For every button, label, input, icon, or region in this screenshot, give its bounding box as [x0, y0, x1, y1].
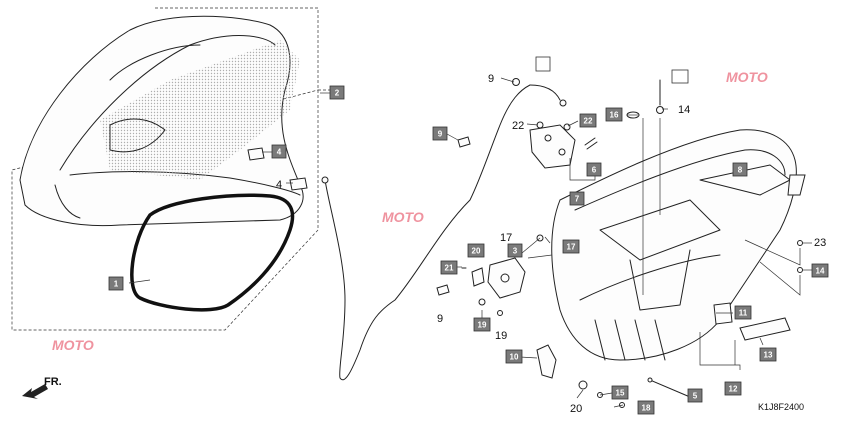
mat-pad [739, 317, 791, 341]
svg-text:17: 17 [500, 232, 512, 244]
svg-text:5: 5 [693, 392, 698, 401]
callout-22: 22 [579, 113, 597, 128]
latch-assembly [529, 124, 598, 169]
callout-11: 11 [734, 305, 752, 320]
callout-5: 5 [687, 388, 703, 403]
fasteners [436, 78, 803, 408]
ref-box-top [535, 56, 551, 72]
latch-holder [536, 344, 557, 379]
seat-damper-part [247, 147, 308, 191]
callout-4: 4 [271, 144, 287, 159]
callout-1: 1 [108, 276, 124, 291]
svg-text:4: 4 [277, 148, 282, 157]
svg-text:19: 19 [495, 330, 507, 342]
callout-plain-20: 20 [570, 403, 582, 415]
callout-14: 14 [811, 263, 829, 278]
svg-text:18: 18 [642, 404, 651, 413]
callout-2: 2 [329, 85, 345, 100]
callout-6: 6 [586, 162, 602, 177]
callout-20: 20 [467, 243, 485, 258]
callout-10: 10 [505, 349, 523, 364]
seal-ring [130, 193, 295, 312]
callout-plain-4: 4 [276, 179, 282, 191]
rod [649, 379, 691, 398]
callout-19: 19 [473, 317, 491, 332]
callout-3: 3 [507, 243, 523, 258]
svg-text:10: 10 [510, 353, 519, 362]
svg-text:15: 15 [616, 389, 625, 398]
svg-text:8: 8 [738, 166, 743, 175]
svg-text:16: 16 [610, 111, 619, 120]
callout-plain-23: 23 [814, 237, 826, 249]
front-label: FR. [44, 376, 62, 388]
diagram-code: K1J8F2400 [758, 402, 804, 412]
svg-text:4: 4 [276, 179, 282, 191]
callout-21: 21 [440, 260, 458, 275]
callout-13: 13 [759, 347, 777, 362]
svg-text:2: 2 [335, 89, 340, 98]
svg-text:14: 14 [678, 104, 690, 116]
svg-text:21: 21 [445, 264, 454, 273]
svg-text:6: 6 [592, 166, 597, 175]
seat-drawing [19, 15, 304, 227]
callout-7: 7 [569, 191, 585, 206]
svg-text:12: 12 [729, 385, 738, 394]
svg-text:11: 11 [739, 309, 748, 318]
seat-cable [324, 84, 531, 381]
svg-text:9: 9 [488, 73, 494, 85]
callout-plain-17: 17 [500, 232, 512, 244]
callout-plain-14: 14 [678, 104, 690, 116]
svg-text:23: 23 [814, 237, 826, 249]
svg-text:7: 7 [575, 195, 580, 204]
callout-17: 17 [562, 239, 580, 254]
callout-8: 8 [732, 162, 748, 177]
svg-text:22: 22 [512, 120, 524, 132]
svg-text:17: 17 [567, 243, 576, 252]
svg-text:13: 13 [764, 351, 773, 360]
callout-16: 16 [605, 107, 623, 122]
svg-text:1: 1 [114, 280, 119, 289]
watermark-text: MOTO [726, 69, 768, 85]
callout-plain-19: 19 [495, 330, 507, 342]
svg-text:9: 9 [437, 313, 443, 325]
callout-9: 9 [432, 126, 448, 141]
svg-text:19: 19 [478, 321, 487, 330]
callout-15: 15 [611, 385, 629, 400]
callout-18: 18 [637, 400, 655, 415]
svg-text:14: 14 [816, 267, 825, 276]
callout-12: 12 [724, 381, 742, 396]
svg-text:22: 22 [584, 117, 593, 126]
ref-box-right [671, 69, 689, 84]
svg-text:9: 9 [438, 130, 443, 139]
callout-plain-9a: 9 [488, 73, 494, 85]
front-arrow-icon: FR. [22, 376, 62, 399]
callout-plain-22: 22 [512, 120, 524, 132]
callout-plain-9b: 9 [437, 313, 443, 325]
hinge-bracket [471, 257, 526, 299]
svg-text:20: 20 [472, 247, 481, 256]
svg-text:3: 3 [513, 247, 518, 256]
rubber-bumper [713, 302, 733, 325]
watermark-text: MOTO [382, 209, 424, 225]
watermark-text: MOTO [52, 337, 94, 353]
svg-text:20: 20 [570, 403, 582, 415]
